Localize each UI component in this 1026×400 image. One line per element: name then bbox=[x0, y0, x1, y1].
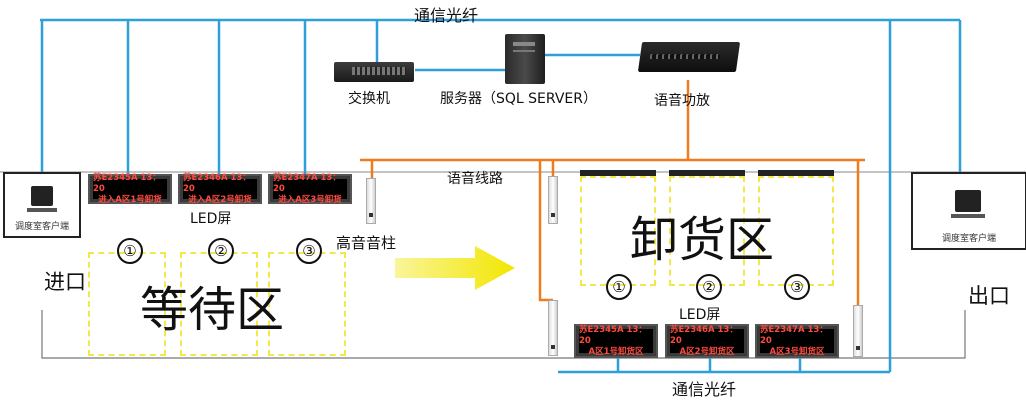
led-line: 苏E2346A 13：20 bbox=[183, 172, 251, 194]
server-label: 服务器（SQL SERVER） bbox=[440, 91, 598, 107]
speaker-pillar-4 bbox=[853, 305, 863, 357]
exit-label: 出口 bbox=[968, 284, 1010, 308]
speaker-pillar-1 bbox=[366, 178, 376, 224]
fiber-top-label: 通信光纤 bbox=[414, 6, 479, 25]
fiber-bottom-label: 通信光纤 bbox=[672, 380, 737, 399]
led-line: 苏E2345A 13：20 bbox=[579, 324, 647, 346]
switch-device bbox=[334, 62, 414, 82]
switch-label: 交换机 bbox=[348, 91, 390, 107]
waiting-zone-title: 等待区 bbox=[140, 282, 285, 338]
led-line: 进入A区3号卸货 bbox=[278, 194, 342, 205]
bay-awning-3 bbox=[758, 170, 834, 176]
unload-zone-title: 卸货区 bbox=[630, 212, 775, 268]
voice-line-label: 语音线路 bbox=[447, 171, 503, 187]
entrance-label: 进口 bbox=[44, 270, 86, 294]
client-right-label: 调度室客户端 bbox=[941, 234, 996, 244]
unload-bay-number-3: ③ bbox=[784, 274, 810, 300]
waiting-bay-number-1: ① bbox=[117, 238, 143, 264]
waiting-bay-number-3: ③ bbox=[296, 238, 322, 264]
led-line: A区3号卸货区 bbox=[769, 346, 825, 357]
speaker-pillar-2 bbox=[548, 176, 558, 224]
led-line: 苏E2347A 13：20 bbox=[273, 172, 341, 194]
waiting-bay-number-2: ② bbox=[208, 238, 234, 264]
led-left-label: LED屏 bbox=[190, 211, 232, 227]
unload-bay-number-1: ① bbox=[606, 274, 632, 300]
bay-awning-2 bbox=[669, 170, 745, 176]
flow-arrow bbox=[395, 246, 515, 290]
led-line: 苏E2345A 13：20 bbox=[93, 172, 161, 194]
server-icon bbox=[505, 34, 545, 84]
led-line: 进入A区1号卸货 bbox=[98, 194, 162, 205]
computer-icon bbox=[955, 190, 981, 212]
bay-awning-1 bbox=[580, 170, 656, 176]
amplifier-device bbox=[637, 42, 741, 72]
led-line: 进入A区2号卸货 bbox=[188, 194, 252, 205]
amplifier-label: 语音功放 bbox=[654, 93, 710, 109]
client-right: 调度室客户端 bbox=[911, 172, 1026, 250]
speaker-pillar-3 bbox=[548, 300, 558, 356]
led-line: 苏E2346A 13：20 bbox=[670, 324, 738, 346]
led-line: A区2号卸货区 bbox=[679, 346, 735, 357]
building-lower-left bbox=[41, 310, 966, 359]
led-right-label: LED屏 bbox=[679, 307, 721, 323]
speaker-label: 高音音柱 bbox=[336, 234, 397, 252]
client-left-label: 调度室客户端 bbox=[14, 222, 69, 232]
led-line: A区1号卸货区 bbox=[588, 346, 644, 357]
computer-icon bbox=[31, 186, 53, 206]
unload-bay-number-2: ② bbox=[696, 274, 722, 300]
client-left: 调度室客户端 bbox=[3, 172, 81, 238]
switch-ports-icon bbox=[352, 67, 406, 75]
led-line: 苏E2347A 13：20 bbox=[760, 324, 828, 346]
